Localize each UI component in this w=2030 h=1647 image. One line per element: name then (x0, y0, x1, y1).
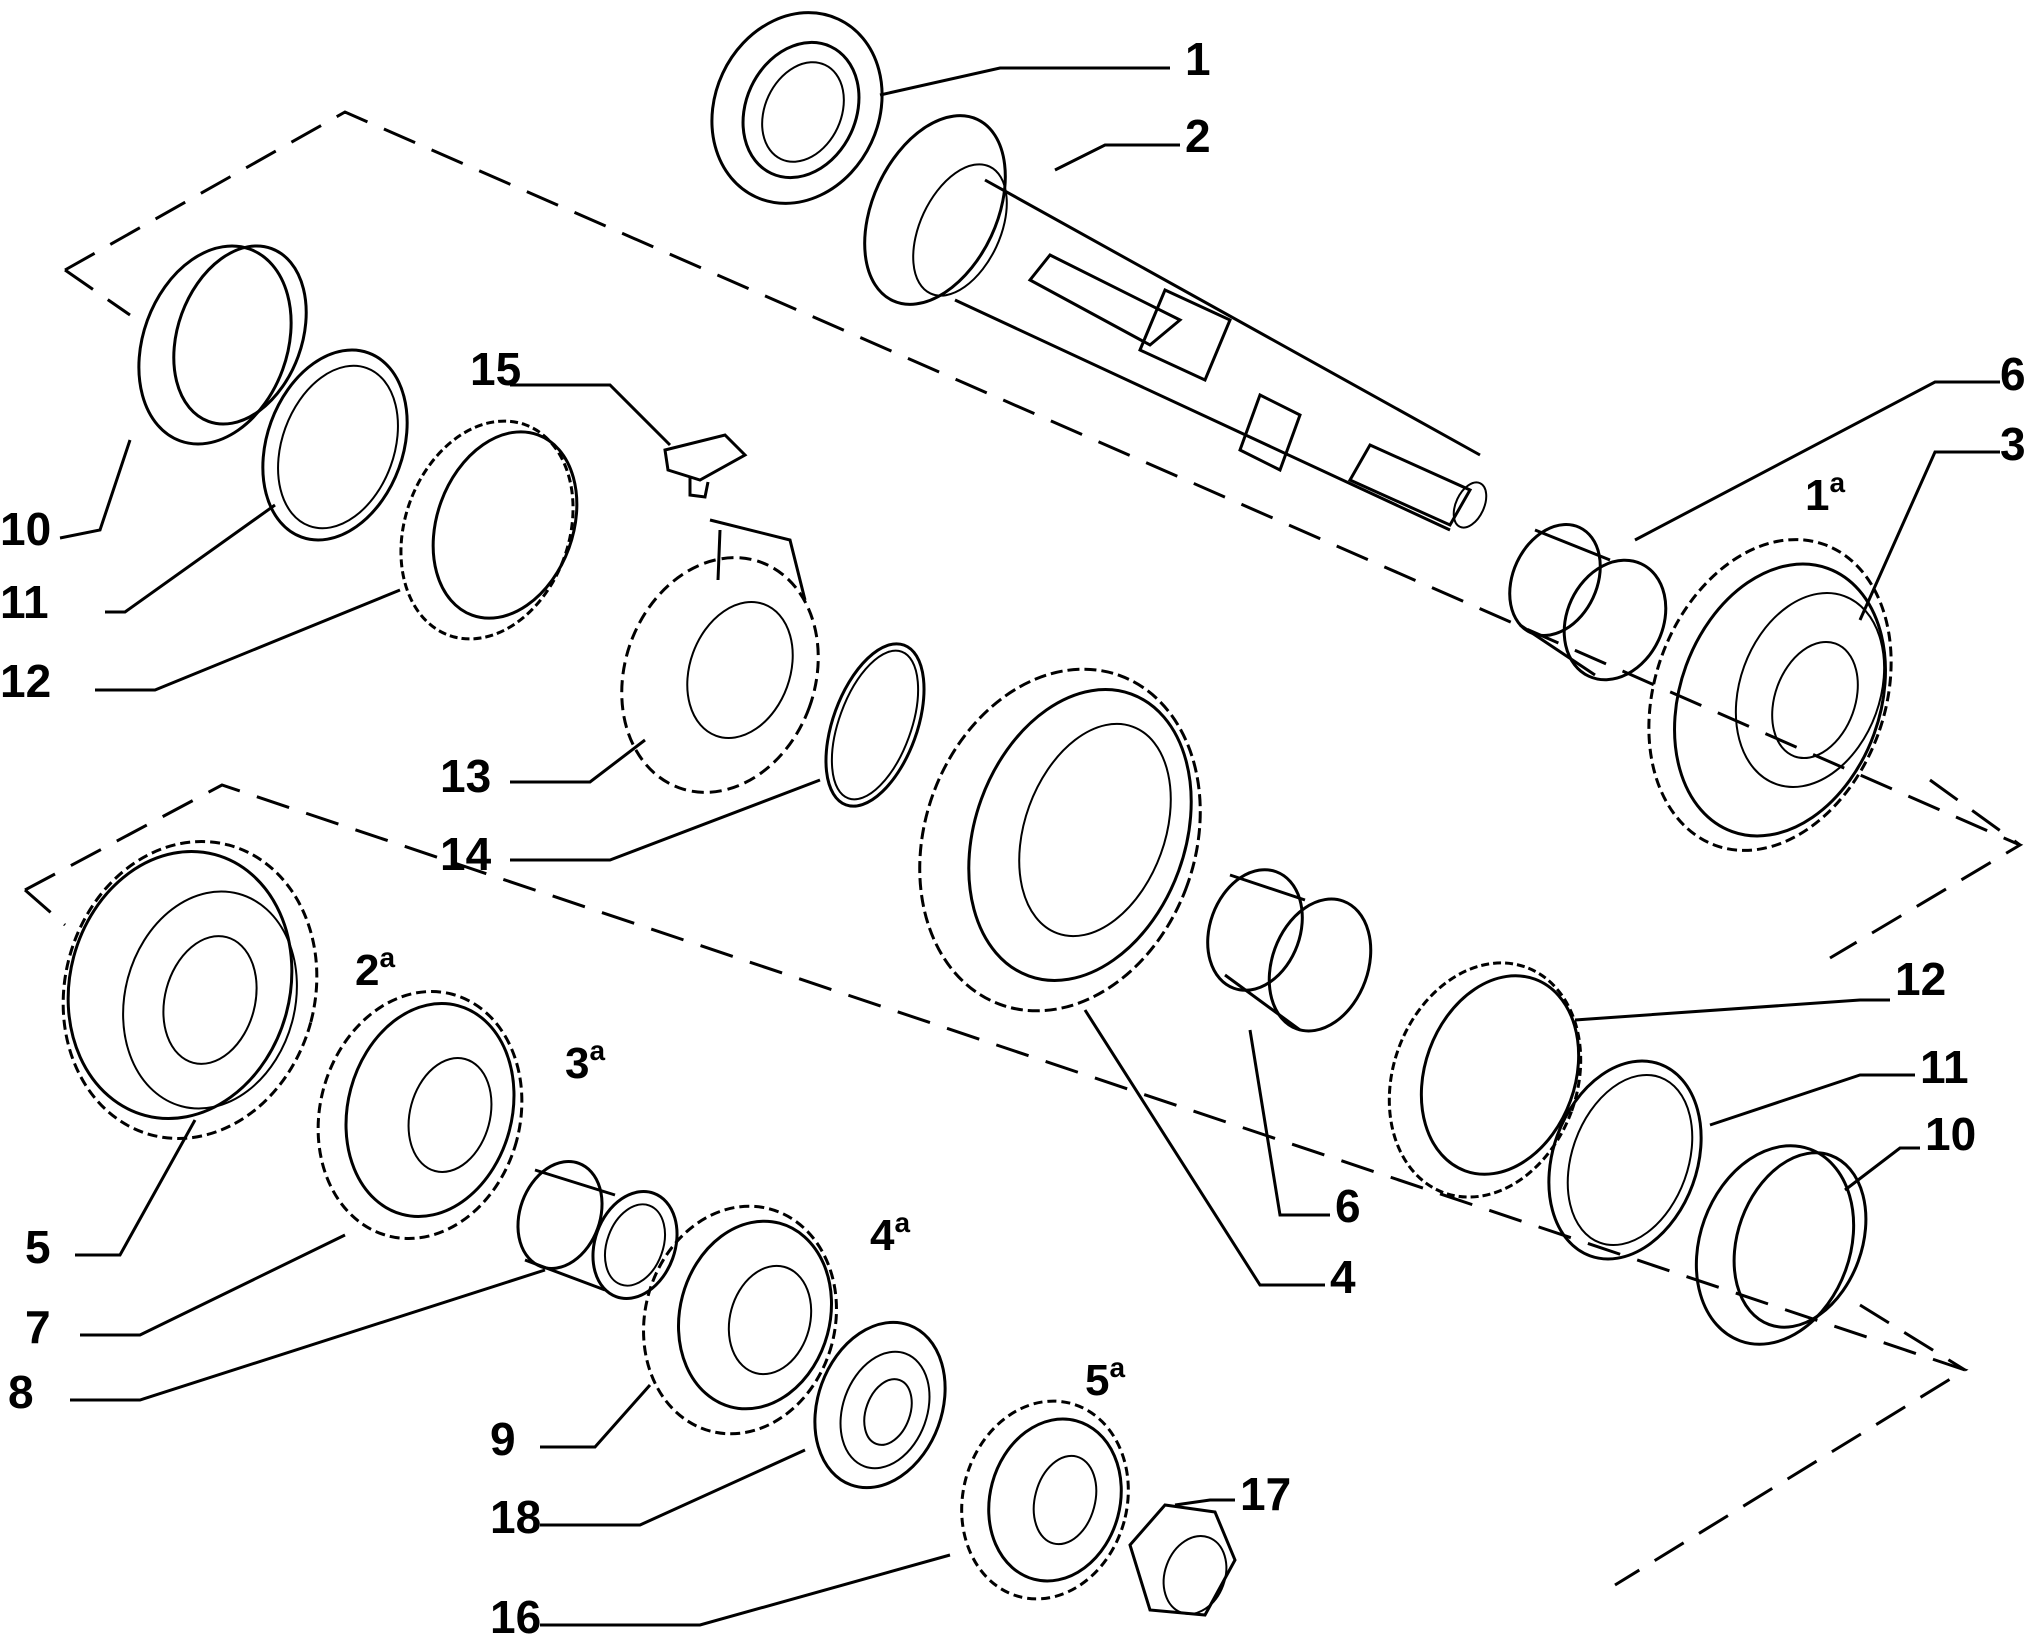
label-10-lower: 10 (1925, 1108, 1976, 1160)
gear-label-2nd: 2a (355, 942, 395, 995)
label-4: 4 (1330, 1251, 1356, 1303)
label-10-upper: 10 (0, 503, 51, 555)
part-13-hub (620, 518, 820, 794)
gear-label-3rd: 3a (565, 1035, 605, 1088)
part-4-sliding-sleeve (918, 667, 1202, 1013)
label-3: 3 (2000, 418, 2026, 470)
label-12-upper: 12 (0, 655, 51, 707)
part-labels: 1 2 6 3 10 11 12 15 13 14 12 11 10 6 4 5… (0, 33, 2026, 1643)
group-outline-upper (64, 110, 2024, 960)
label-18: 18 (490, 1491, 541, 1543)
part-12-synchro-ring-upper (399, 419, 579, 641)
part-5-gear-2nd (61, 840, 319, 1140)
part-14-snap-ring (824, 642, 926, 808)
part-7-gear-3rd (316, 990, 524, 1240)
part-12-synchro-ring-lower (1387, 961, 1583, 1199)
label-17: 17 (1240, 1468, 1291, 1520)
label-11-lower: 11 (1920, 1041, 1969, 1093)
part-16-gear-5th (960, 1399, 1130, 1601)
part-3-gear-1st (1647, 538, 1893, 852)
part-17-nut (1128, 1503, 1237, 1617)
part-10-ring-upper (137, 244, 308, 446)
label-12-lower: 12 (1895, 953, 1946, 1005)
label-1: 1 (1185, 33, 1211, 85)
part-9-gear-4th (642, 1204, 838, 1436)
part-18-bearing (813, 1320, 947, 1490)
label-13: 13 (440, 750, 491, 802)
part-1-bearing (710, 11, 884, 205)
part-2-shaft (863, 114, 1488, 532)
gear-label-5th: 5a (1085, 1352, 1125, 1405)
gear-label-4th: 4a (870, 1207, 910, 1260)
leader-lines (59, 66, 2000, 1627)
label-8: 8 (8, 1366, 34, 1418)
part-8-bushing (516, 1160, 679, 1300)
part-6-needle-bearing-lower (1206, 868, 1373, 1033)
part-6-needle-bearing-upper (1508, 523, 1668, 682)
label-11-upper: 11 (0, 576, 49, 628)
gear-label-1st: 1a (1805, 467, 1845, 520)
label-7: 7 (25, 1301, 51, 1353)
label-14: 14 (440, 828, 492, 880)
label-5: 5 (25, 1221, 51, 1273)
label-15: 15 (470, 343, 521, 395)
label-2: 2 (1185, 110, 1211, 162)
group-outline-lower (24, 783, 1969, 1587)
label-9: 9 (490, 1413, 516, 1465)
label-16: 16 (490, 1591, 541, 1643)
label-6-lower: 6 (1335, 1180, 1361, 1232)
label-6-upper: 6 (2000, 348, 2026, 400)
part-10-ring-lower (1694, 1144, 1868, 1346)
gear-ratio-labels: 1a 2a 3a 4a 5a (355, 467, 1845, 1405)
part-11-ring-upper (261, 348, 409, 542)
part-15-key (663, 433, 748, 499)
part-11-ring-lower (1547, 1059, 1703, 1261)
